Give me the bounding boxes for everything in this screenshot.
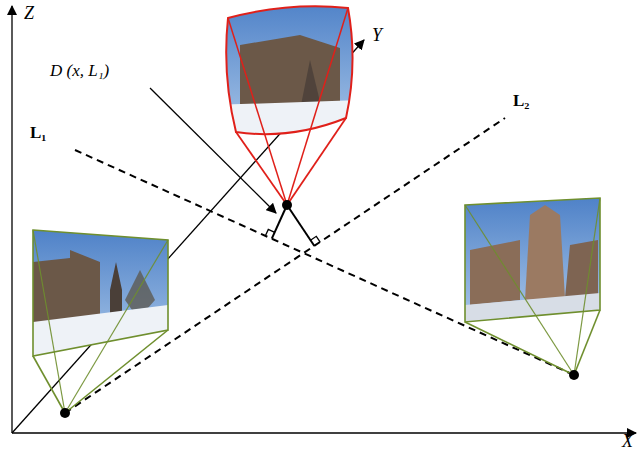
photo-sky: [465, 198, 600, 322]
frustum-edge: [574, 310, 600, 375]
frustum-edge: [287, 8, 348, 205]
frustum-edge: [228, 18, 287, 205]
frustum-edge: [574, 198, 600, 375]
frustum-edge: [236, 132, 287, 205]
photo-tower: [525, 205, 565, 300]
x-axis: [12, 432, 636, 433]
left-camera: [33, 230, 168, 418]
photo-sky: [33, 230, 168, 356]
frustum-edge: [465, 205, 574, 375]
photo-sky: [215, 0, 360, 140]
frustum-edge: [65, 330, 168, 413]
axis-label: Y: [372, 26, 382, 46]
photo-tower: [110, 262, 122, 314]
axis-label: Z: [24, 4, 34, 24]
photo-building: [470, 240, 520, 305]
distance-label: D (x, L₁): [50, 62, 109, 81]
camera-center: [569, 370, 579, 380]
right-angle-mark: [311, 236, 321, 242]
y-axis: [12, 40, 364, 433]
photo-building: [240, 35, 340, 108]
right-camera: [465, 198, 600, 380]
leader-line: [150, 88, 276, 213]
z-axis: [11, 6, 12, 433]
frustum-edge: [287, 118, 346, 205]
photo-frame: [33, 230, 168, 356]
photo-ground: [465, 293, 600, 322]
photo-frame: [465, 198, 600, 322]
frustum-edge: [33, 230, 65, 413]
camera-center: [282, 200, 292, 210]
axis-label: X: [622, 432, 633, 452]
line-label: L₁: [30, 124, 46, 143]
line-label: L₂: [513, 92, 529, 111]
frustum-edge: [65, 240, 168, 413]
distance-segment: [272, 205, 287, 239]
camera-center: [60, 408, 70, 418]
right-angle-mark: [265, 229, 274, 235]
